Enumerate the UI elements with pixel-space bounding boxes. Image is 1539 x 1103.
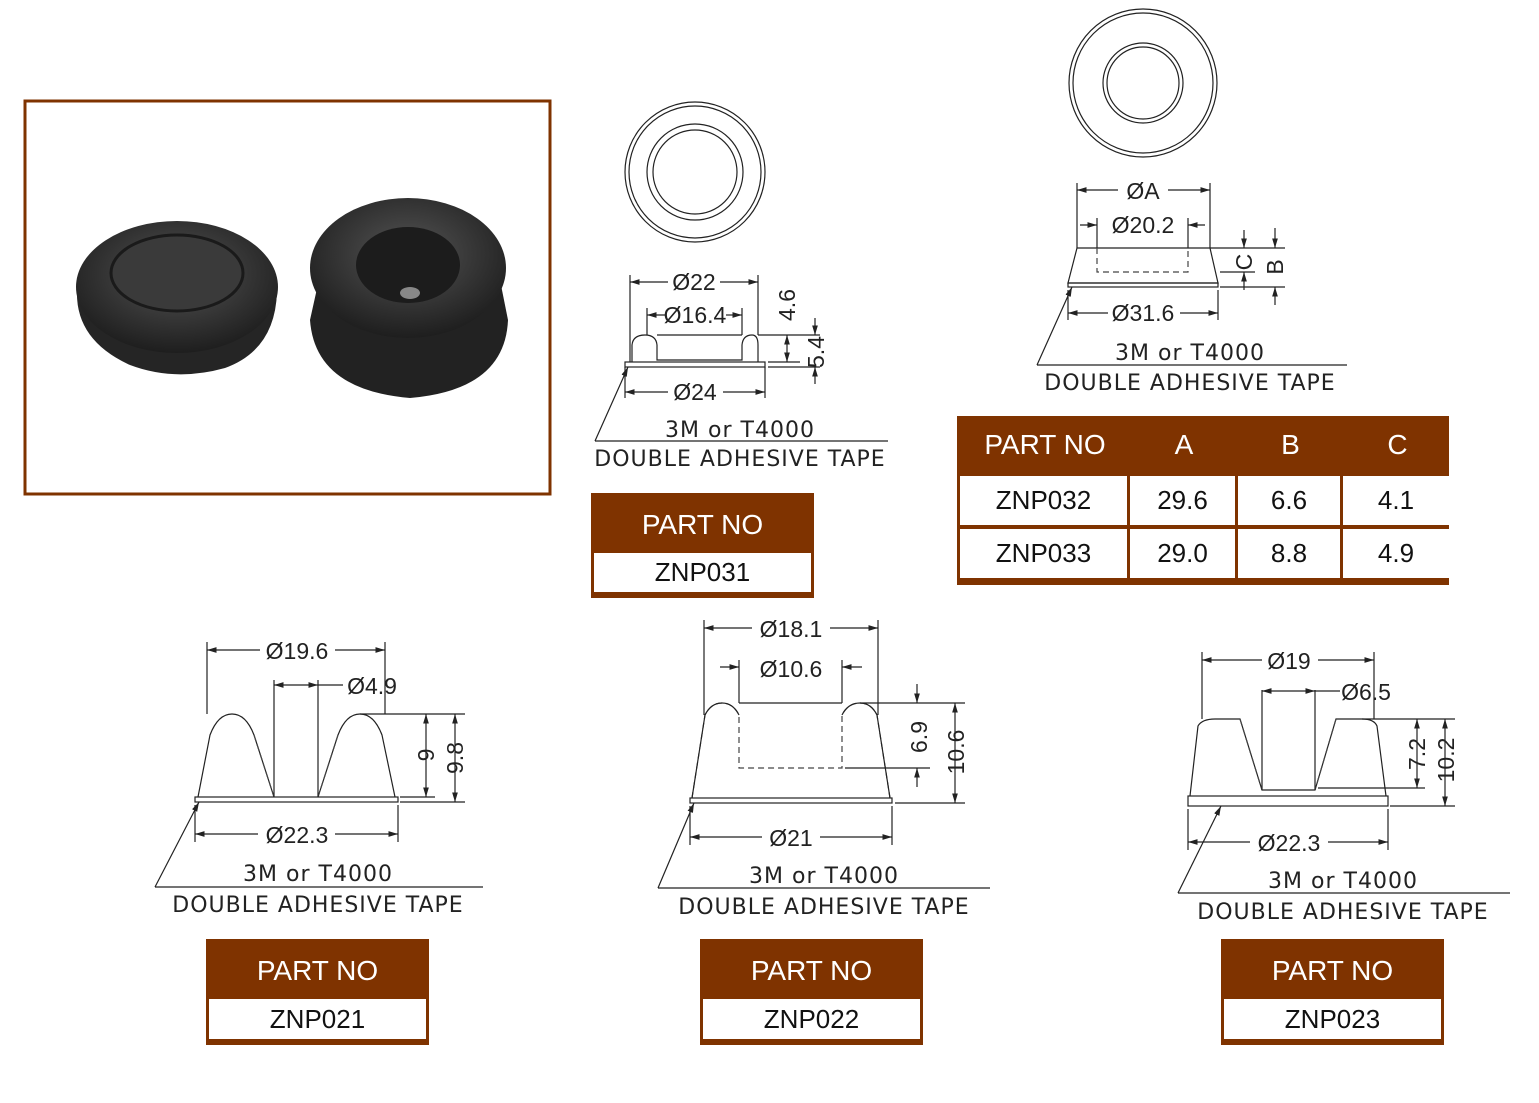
header-part-no: PART NO: [984, 429, 1106, 460]
dim-height-total: 5.4: [803, 336, 829, 368]
dim-inner-diameter: Ø6.5: [1341, 679, 1391, 705]
dim-inner-diameter: Ø20.2: [1112, 212, 1175, 238]
znp023-drawing: Ø19 Ø6.5 7.2 10.2 Ø22.3 3M or T4000 DOUB…: [1177, 648, 1510, 925]
header-c: C: [1387, 429, 1408, 460]
dim-height-total: 9.8: [442, 742, 468, 774]
table-cell: 29.6: [1130, 476, 1235, 525]
dim-base-diameter: Ø31.6: [1112, 300, 1175, 326]
tape-label: 3M or T4000: [749, 864, 899, 889]
part-no-header: PART NO: [1271, 954, 1394, 986]
part-number: ZNP022: [703, 999, 920, 1039]
dim-outer-diameter: Ø22: [672, 269, 715, 295]
tape-description: DOUBLE ADHESIVE TAPE: [172, 893, 463, 918]
table-cell: 4.1: [1343, 476, 1449, 525]
dim-outer-diameter: Ø19: [1267, 648, 1310, 674]
dim-outer-diameter: Ø18.1: [760, 616, 823, 642]
znp022-drawing: Ø18.1 Ø10.6 6.9 10.6 Ø21 3M or T4000 DOU…: [657, 616, 990, 920]
tape-label: 3M or T4000: [1115, 341, 1265, 366]
znp032-033-drawing: ØA Ø20.2 Ø31.6 C B 3M or T4000 DOUBLE AD…: [1036, 8, 1347, 396]
dim-height-total: 10.6: [943, 730, 969, 775]
dim-outer-diameter: Ø19.6: [266, 638, 329, 664]
dim-inner-diameter: Ø16.4: [664, 302, 727, 328]
tape-label: 3M or T4000: [243, 862, 393, 887]
part-table-znp032-033: PART NO A B C ZNP032 29.6 6.6 4.1 ZNP033…: [957, 416, 1449, 585]
znp021-drawing: Ø19.6 Ø4.9 9 9.8 Ø22.3 3M or T4000 DOUBL…: [154, 638, 483, 918]
dim-height-total: 10.2: [1433, 738, 1459, 783]
part-no-header: PART NO: [641, 508, 764, 540]
part-table-znp022: PART NO ZNP022: [700, 939, 923, 1045]
table-cell: 29.0: [1130, 529, 1235, 578]
dim-height-body: 4.6: [774, 289, 800, 321]
part-number: ZNP023: [1224, 999, 1441, 1039]
part-no-header: PART NO: [750, 954, 873, 986]
dim-height-body: 9: [413, 749, 439, 762]
dim-b: B: [1262, 259, 1288, 274]
part-table-znp021: PART NO ZNP021: [206, 939, 429, 1045]
dim-inner-diameter: Ø10.6: [760, 656, 823, 682]
dim-inner-diameter: Ø4.9: [347, 673, 397, 699]
dim-c: C: [1231, 254, 1257, 271]
dim-base-diameter: Ø22.3: [266, 822, 329, 848]
top-view: [624, 101, 766, 243]
header-b: B: [1281, 429, 1300, 460]
table-cell: 4.9: [1343, 529, 1449, 578]
tape-description: DOUBLE ADHESIVE TAPE: [1044, 371, 1335, 396]
part-table-znp023: PART NO ZNP023: [1221, 939, 1444, 1045]
tape-label: 3M or T4000: [665, 418, 815, 443]
part-number: ZNP021: [209, 999, 426, 1039]
rubber-foot-right: [310, 198, 508, 398]
tape-label: 3M or T4000: [1268, 869, 1418, 894]
top-view: [1068, 8, 1218, 158]
part-table-znp031: PART NO ZNP031: [591, 493, 814, 598]
dim-base-diameter: Ø24: [673, 379, 717, 405]
product-photo: [23, 99, 552, 496]
tape-description: DOUBLE ADHESIVE TAPE: [678, 895, 969, 920]
table-cell: ZNP033: [960, 529, 1127, 578]
dim-diameter-a: ØA: [1126, 178, 1160, 204]
dim-height-inner: 6.9: [906, 721, 932, 753]
dim-base-diameter: Ø22.3: [1258, 830, 1321, 856]
table-cell: 6.6: [1238, 476, 1340, 525]
header-a: A: [1174, 429, 1194, 460]
tape-description: DOUBLE ADHESIVE TAPE: [594, 447, 885, 472]
part-number: ZNP031: [594, 553, 811, 592]
dim-height-inner: 7.2: [1404, 738, 1430, 770]
rubber-foot-left: [76, 221, 278, 375]
tape-description: DOUBLE ADHESIVE TAPE: [1197, 900, 1488, 925]
dim-base-diameter: Ø21: [769, 825, 812, 851]
table-cell: 8.8: [1238, 529, 1340, 578]
table-cell: ZNP032: [960, 476, 1127, 525]
znp031-drawing: Ø22 Ø16.4 Ø24 4.6 5.4 3M or T4000 DOUBLE…: [594, 101, 888, 472]
part-no-header: PART NO: [256, 954, 379, 986]
